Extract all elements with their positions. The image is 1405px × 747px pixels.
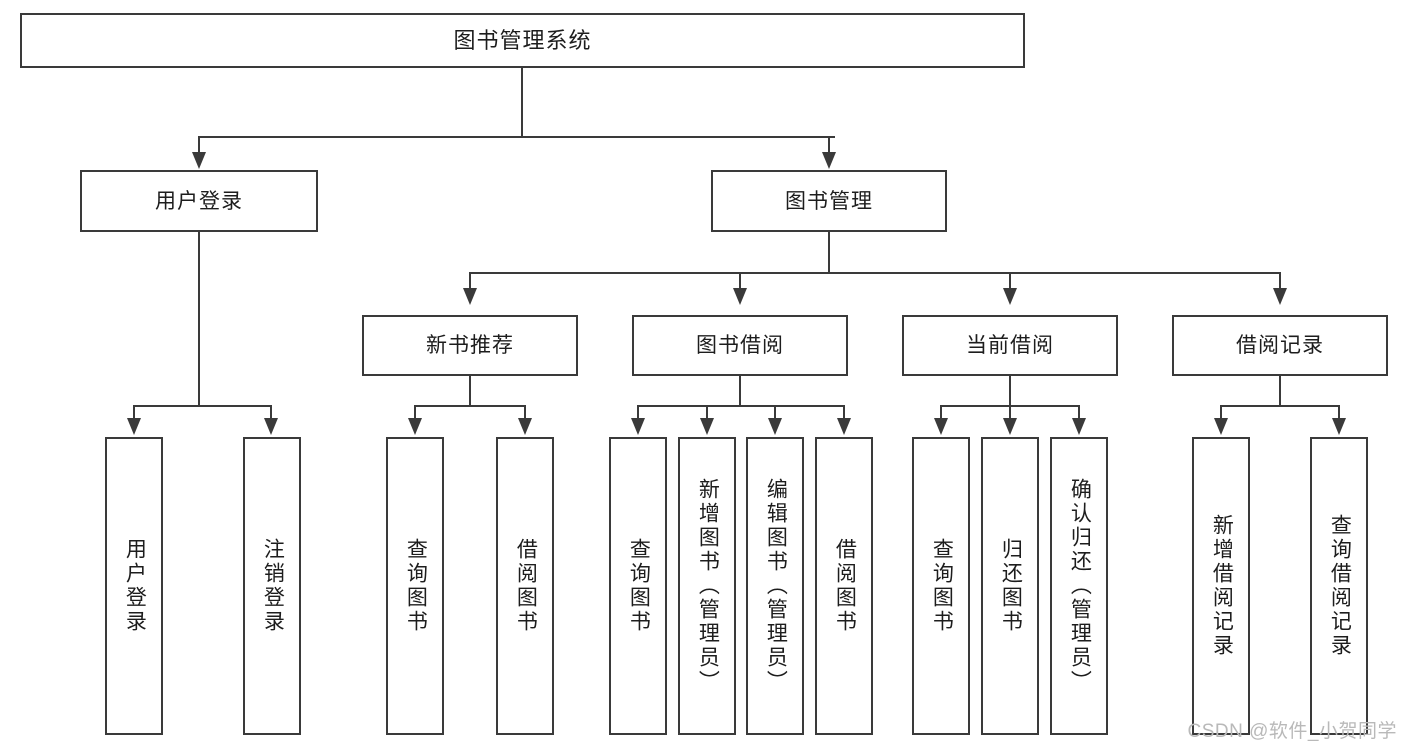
- arrowhead-leaf-query-book-2: [631, 418, 645, 435]
- connector-book-mgmt-to-borrow-book: [739, 272, 741, 289]
- connector-borrow-record-leaf-2: [1338, 405, 1340, 419]
- arrowhead-leaf-borrow-book-1: [518, 418, 532, 435]
- leaf-label: 编辑图书（管理员）: [764, 478, 788, 694]
- connector-book-mgmt-to-current-borrow: [1009, 272, 1011, 289]
- node-label: 用户登录: [155, 189, 243, 213]
- connector-new-book-stem: [469, 376, 471, 406]
- connector-current-borrow-leaf-3: [1078, 405, 1080, 419]
- connector-book-borrow-leaf-2: [706, 405, 708, 419]
- node-current-borrow[interactable]: 当前借阅: [902, 315, 1118, 376]
- arrowhead-leaf-user-login: [127, 418, 141, 435]
- connector-new-book-leaf-1: [414, 405, 416, 419]
- leaf-edit-book-admin[interactable]: 编辑图书（管理员）: [746, 437, 804, 735]
- connector-book-borrow-bus: [637, 405, 845, 407]
- connector-borrow-record-stem: [1279, 376, 1281, 406]
- connector-book-mgmt-to-new-book: [469, 272, 471, 289]
- arrowhead-borrow-book: [733, 288, 747, 305]
- leaf-query-book-borrow[interactable]: 查询图书: [609, 437, 667, 735]
- connector-book-mgmt-bus: [469, 272, 1281, 274]
- node-book-management[interactable]: 图书管理: [711, 170, 947, 232]
- leaf-label: 归还图书: [999, 538, 1023, 634]
- leaf-query-book-new[interactable]: 查询图书: [386, 437, 444, 735]
- connector-book-borrow-stem: [739, 376, 741, 406]
- leaf-user-login[interactable]: 用户登录: [105, 437, 163, 735]
- connector-new-book-bus: [414, 405, 525, 407]
- leaf-label: 查询图书: [404, 538, 428, 634]
- leaf-borrow-book-new[interactable]: 借阅图书: [496, 437, 554, 735]
- leaf-borrow-book[interactable]: 借阅图书: [815, 437, 873, 735]
- node-user-login[interactable]: 用户登录: [80, 170, 318, 232]
- arrowhead-borrow-record: [1273, 288, 1287, 305]
- node-label: 借阅记录: [1236, 334, 1324, 357]
- node-label: 图书借阅: [696, 334, 784, 357]
- leaf-return-book[interactable]: 归还图书: [981, 437, 1039, 735]
- arrowhead-leaf-borrow-book-2: [837, 418, 851, 435]
- csdn-watermark: CSDN @软件_小贺同学: [1187, 721, 1397, 742]
- connector-book-borrow-leaf-4: [843, 405, 845, 419]
- arrowhead-leaf-query-book-1: [408, 418, 422, 435]
- arrowhead-current-borrow: [1003, 288, 1017, 305]
- arrowhead-leaf-confirm-return: [1072, 418, 1086, 435]
- leaf-label: 注销登录: [261, 538, 285, 634]
- node-label: 图书管理: [785, 189, 873, 213]
- connector-book-mgmt-to-borrow-record: [1279, 272, 1281, 289]
- arrowhead-leaf-return-book: [1003, 418, 1017, 435]
- leaf-label: 借阅图书: [833, 538, 857, 634]
- connector-borrow-record-bus: [1220, 405, 1339, 407]
- node-root-system[interactable]: 图书管理系统: [20, 13, 1025, 68]
- leaf-add-borrow-record[interactable]: 新增借阅记录: [1192, 437, 1250, 735]
- leaf-label: 查询图书: [627, 538, 651, 634]
- arrowhead-leaf-add-record: [1214, 418, 1228, 435]
- connector-user-login-leaf-2: [270, 405, 272, 419]
- node-borrow-record[interactable]: 借阅记录: [1172, 315, 1388, 376]
- leaf-logout[interactable]: 注销登录: [243, 437, 301, 735]
- leaf-query-borrow-record[interactable]: 查询借阅记录: [1310, 437, 1368, 735]
- node-label: 新书推荐: [426, 334, 514, 357]
- arrowhead-leaf-logout: [264, 418, 278, 435]
- node-label: 图书管理系统: [453, 27, 592, 53]
- node-label: 当前借阅: [966, 334, 1054, 357]
- arrowhead-leaf-query-record: [1332, 418, 1346, 435]
- connector-book-borrow-leaf-3: [774, 405, 776, 419]
- leaf-label: 新增借阅记录: [1210, 514, 1234, 658]
- arrowhead-user-login: [192, 152, 206, 169]
- leaf-label: 确认归还（管理员）: [1068, 478, 1092, 694]
- connector-borrow-record-leaf-1: [1220, 405, 1222, 419]
- connector-book-mgmt-stem: [828, 232, 830, 274]
- connector-user-login-leaf-1: [133, 405, 135, 419]
- leaf-add-book-admin[interactable]: 新增图书（管理员）: [678, 437, 736, 735]
- connector-book-borrow-leaf-1: [637, 405, 639, 419]
- connector-current-borrow-stem: [1009, 376, 1011, 406]
- connector-current-borrow-leaf-1: [940, 405, 942, 419]
- node-book-borrow[interactable]: 图书借阅: [632, 315, 848, 376]
- connector-root-to-book-mgmt: [828, 136, 830, 154]
- leaf-label: 借阅图书: [514, 538, 538, 634]
- arrowhead-new-book: [463, 288, 477, 305]
- leaf-label: 用户登录: [123, 538, 147, 634]
- leaf-label: 查询图书: [930, 538, 954, 634]
- arrowhead-book-mgmt: [822, 152, 836, 169]
- connector-new-book-leaf-2: [524, 405, 526, 419]
- connector-root-stem: [521, 68, 523, 137]
- leaf-query-book-current[interactable]: 查询图书: [912, 437, 970, 735]
- connector-root-to-user-login: [198, 136, 200, 154]
- connector-current-borrow-leaf-2: [1009, 405, 1011, 419]
- leaf-label: 新增图书（管理员）: [696, 478, 720, 694]
- leaf-confirm-return-admin[interactable]: 确认归还（管理员）: [1050, 437, 1108, 735]
- leaf-label: 查询借阅记录: [1328, 514, 1352, 658]
- connector-user-login-stem: [198, 232, 200, 406]
- arrowhead-leaf-edit-book: [768, 418, 782, 435]
- connector-root-bus: [198, 136, 835, 138]
- node-new-book-recommend[interactable]: 新书推荐: [362, 315, 578, 376]
- arrowhead-leaf-add-book: [700, 418, 714, 435]
- arrowhead-leaf-query-book-3: [934, 418, 948, 435]
- connector-user-login-bus: [133, 405, 271, 407]
